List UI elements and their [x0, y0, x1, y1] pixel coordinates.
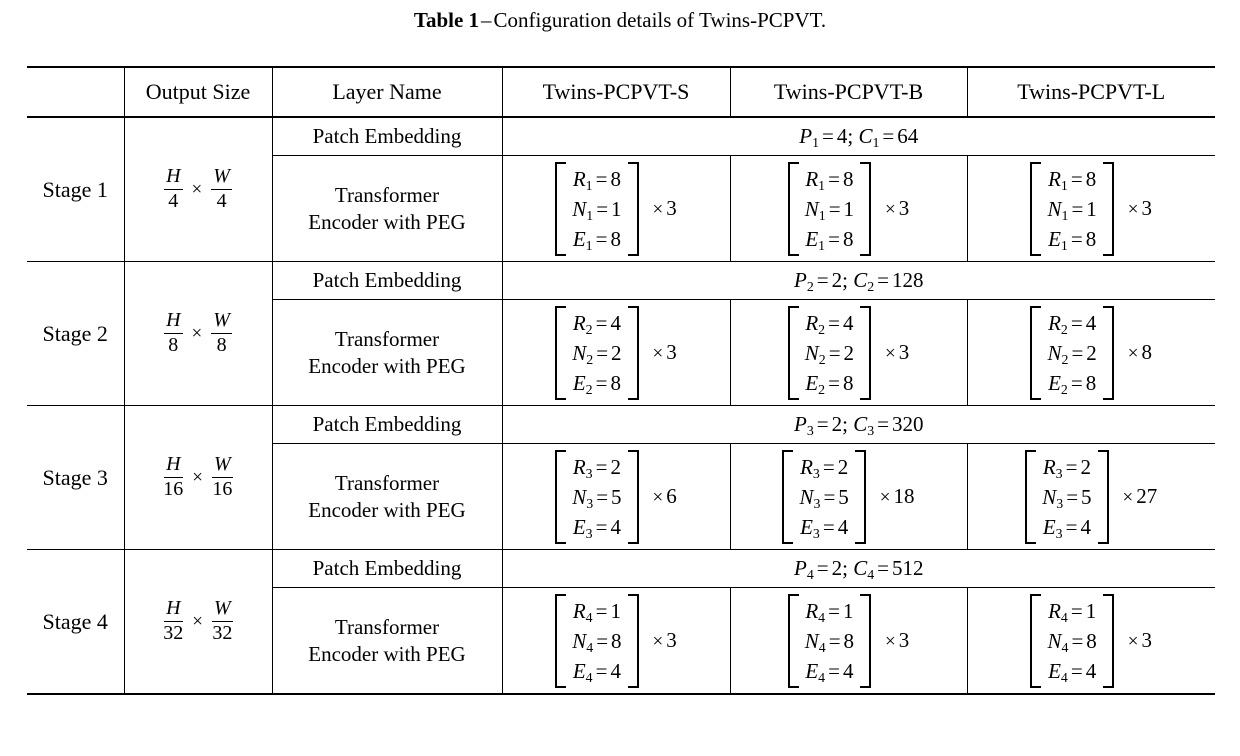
- layer-name-patch-embedding: Patch Embedding: [272, 549, 503, 588]
- repeat-multiplier: ×3: [885, 628, 910, 652]
- header-model-b: Twins-PCPVT-B: [729, 66, 967, 117]
- repeat-multiplier: ×3: [652, 196, 677, 220]
- repeat-multiplier: ×3: [652, 340, 677, 364]
- layer-name-patch-embedding: Patch Embedding: [272, 261, 503, 300]
- table-caption: Table 1–Configuration details of Twins-P…: [0, 6, 1240, 34]
- header-stage: [27, 66, 124, 117]
- stage-label: Stage 3: [27, 405, 125, 550]
- repeat-multiplier: ×3: [885, 340, 910, 364]
- table-bottom-rule-row: [27, 693, 1215, 696]
- patch-embedding-params: P1=4; C1=64: [501, 116, 1215, 156]
- patch-embedding-params: P2=2; C2=128: [501, 261, 1215, 300]
- times-icon: ×: [191, 322, 203, 344]
- stage-label: Stage 4: [27, 549, 125, 694]
- repeat-multiplier: ×8: [1127, 340, 1152, 364]
- stage-label: Stage 1: [27, 116, 125, 262]
- repeat-multiplier: ×6: [652, 484, 677, 508]
- table-caption-dash: –: [481, 8, 492, 32]
- stage-label: Stage 2: [27, 261, 125, 406]
- repeat-multiplier: ×3: [652, 628, 677, 652]
- times-icon: ×: [192, 610, 204, 632]
- header-layer-name: Layer Name: [272, 66, 502, 117]
- times-icon: ×: [192, 466, 204, 488]
- repeat-multiplier: ×27: [1122, 484, 1158, 508]
- table-caption-text: Configuration details of Twins-PCPVT.: [493, 8, 827, 32]
- layer-name-patch-embedding: Patch Embedding: [272, 405, 503, 444]
- times-icon: ×: [191, 178, 203, 200]
- repeat-multiplier: ×3: [1127, 196, 1152, 220]
- repeat-multiplier: ×3: [1127, 628, 1152, 652]
- patch-embedding-params: P3=2; C3=320: [501, 405, 1215, 444]
- repeat-multiplier: ×3: [885, 196, 910, 220]
- table-caption-label: Table 1: [413, 8, 480, 32]
- patch-embedding-params: P4=2; C4=512: [501, 549, 1215, 588]
- layer-name-patch-embedding: Patch Embedding: [272, 116, 503, 156]
- header-model-l: Twins-PCPVT-L: [966, 66, 1215, 117]
- header-output-size: Output Size: [123, 66, 273, 117]
- repeat-multiplier: ×18: [879, 484, 915, 508]
- header-model-s: Twins-PCPVT-S: [501, 66, 730, 117]
